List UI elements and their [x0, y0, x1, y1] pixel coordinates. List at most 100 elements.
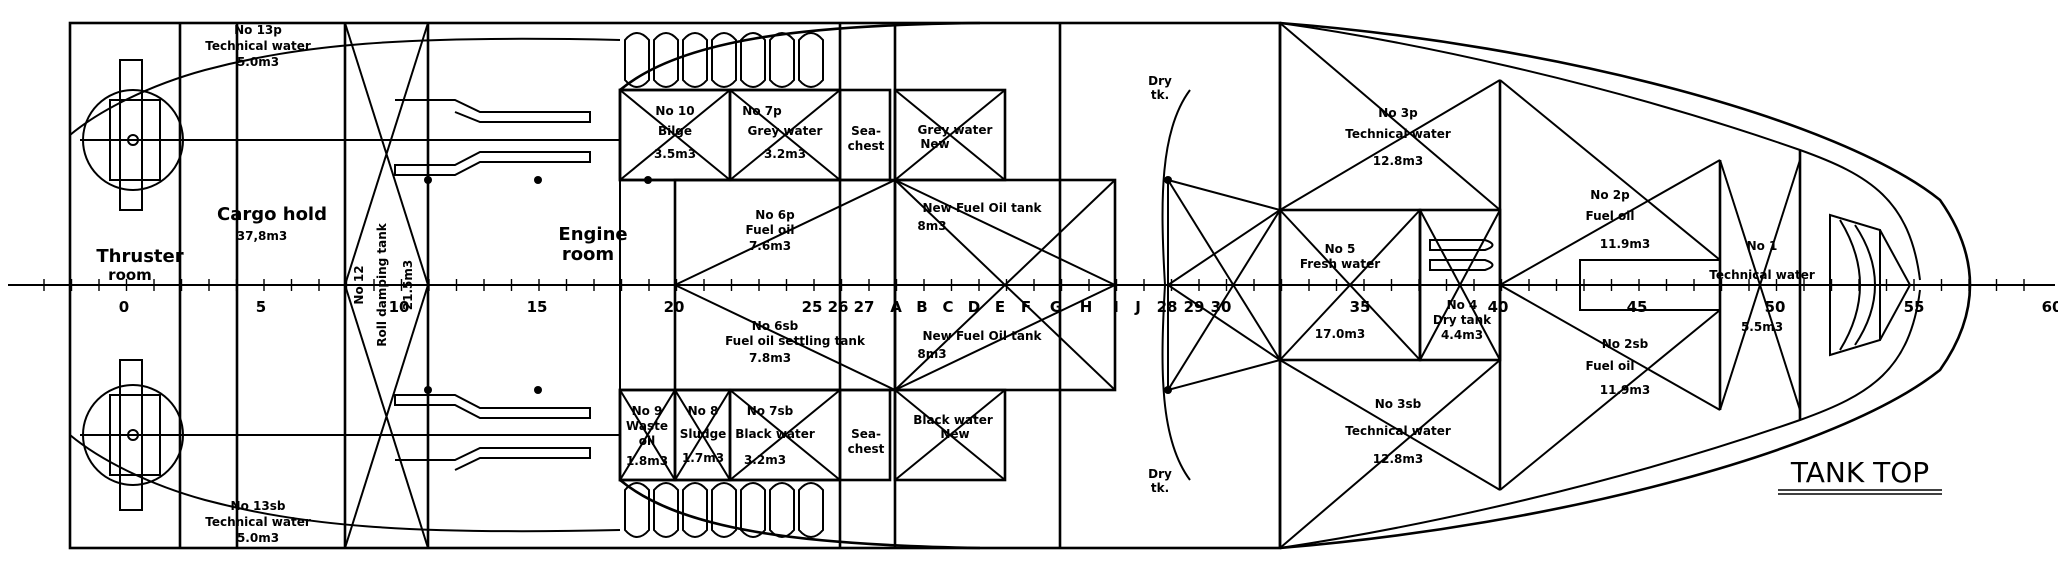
- svg-text:1.7m3: 1.7m3: [682, 451, 724, 465]
- label-new-fuel-sb: New Fuel Oil tank 8m3: [917, 329, 1042, 361]
- svg-text:3.2m3: 3.2m3: [744, 453, 786, 467]
- label-no4: No 4 Dry tank 4.4m3: [1433, 298, 1492, 342]
- label-no6sb: No 6sb Fuel oil settling tank 7.8m3: [725, 319, 866, 365]
- svg-text:No 10: No 10: [655, 104, 694, 118]
- svg-text:21.5m3: 21.5m3: [401, 260, 415, 310]
- label-no2sb: No 2sb Fuel oil 11.9m3: [1585, 337, 1650, 397]
- label-no12: No 12 Roll damping tank 21.5m3: [352, 222, 415, 346]
- svg-text:37,8m3: 37,8m3: [237, 229, 287, 243]
- svg-text:tk.: tk.: [1151, 88, 1169, 102]
- label-no7sb: No 7sb Black water 3.2m3: [735, 404, 815, 467]
- scale-label: F: [1021, 298, 1031, 316]
- scale-label: G: [1050, 298, 1062, 316]
- label-no13p: No 13p Technical water 5.0m3: [205, 23, 311, 69]
- svg-text:Roll damping tank: Roll damping tank: [375, 222, 389, 346]
- label-no3sb: No 3sb Technical water 12.8m3: [1345, 397, 1451, 466]
- svg-text:No 6sb: No 6sb: [752, 319, 799, 333]
- svg-text:7.6m3: 7.6m3: [749, 239, 791, 253]
- svg-text:5.5m3: 5.5m3: [1741, 320, 1783, 334]
- label-no13sb: No 13sb Technical water 5.0m3: [205, 499, 311, 545]
- svg-text:tk.: tk.: [1151, 481, 1169, 495]
- scale-label: 27: [854, 298, 875, 316]
- svg-text:No 12: No 12: [352, 265, 366, 304]
- scale-label: 10: [389, 298, 410, 316]
- svg-text:3.2m3: 3.2m3: [764, 147, 806, 161]
- svg-text:No 1: No 1: [1747, 239, 1778, 253]
- svg-text:Fuel oil: Fuel oil: [1585, 359, 1634, 373]
- svg-text:12.8m3: 12.8m3: [1373, 154, 1423, 168]
- svg-text:Black water: Black water: [735, 427, 815, 441]
- scale-label: D: [968, 298, 980, 316]
- svg-text:17.0m3: 17.0m3: [1315, 327, 1365, 341]
- label-sea-chest-p: Sea- chest: [848, 124, 885, 153]
- svg-text:12.8m3: 12.8m3: [1373, 452, 1423, 466]
- thruster-port: [80, 59, 620, 211]
- svg-text:Sludge: Sludge: [680, 427, 727, 441]
- svg-text:No 9: No 9: [632, 404, 663, 418]
- svg-text:Engine: Engine: [558, 224, 627, 245]
- svg-text:No 5: No 5: [1325, 242, 1356, 256]
- svg-text:No 7sb: No 7sb: [747, 404, 794, 418]
- label-grey-water-new: Grey water New: [918, 123, 993, 151]
- scale-label: 0: [119, 298, 129, 316]
- svg-text:Dry tank: Dry tank: [1433, 313, 1492, 327]
- label-no1: No 1 Technical water 5.5m3: [1709, 239, 1815, 334]
- svg-text:Technical water: Technical water: [205, 39, 311, 53]
- label-new-fuel-p: New Fuel Oil tank 8m3: [917, 201, 1042, 233]
- svg-text:New Fuel Oil tank: New Fuel Oil tank: [923, 329, 1043, 343]
- label-thruster-room: Thruster room: [96, 246, 183, 284]
- label-dry-tk-p: Dry tk.: [1148, 74, 1172, 102]
- svg-text:1.8m3: 1.8m3: [626, 454, 668, 468]
- tank-labels: Thruster room Cargo hold 37,8m3 Engine r…: [96, 23, 1814, 545]
- label-no3p: No 3p Technical water 12.8m3: [1345, 106, 1451, 168]
- scale-label: 40: [1488, 298, 1509, 316]
- svg-text:5.0m3: 5.0m3: [237, 55, 279, 69]
- svg-text:7.8m3: 7.8m3: [749, 351, 791, 365]
- scale-label: 26: [828, 298, 849, 316]
- svg-text:Thruster: Thruster: [96, 246, 183, 267]
- svg-text:No 2sb: No 2sb: [1602, 337, 1649, 351]
- scale-label: B: [916, 298, 927, 316]
- scale-label: A: [890, 298, 902, 316]
- svg-text:No 4: No 4: [1447, 298, 1478, 312]
- label-black-water-new: Black water New: [913, 413, 993, 441]
- label-no5: No 5 Fresh water 17.0m3: [1300, 242, 1380, 341]
- scale-label: 20: [664, 298, 685, 316]
- label-no10: No 10 Bilge 3.5m3: [654, 104, 696, 161]
- svg-text:Dry: Dry: [1148, 467, 1172, 481]
- scale-label: 5: [256, 298, 266, 316]
- svg-text:New Fuel Oil tank: New Fuel Oil tank: [923, 201, 1043, 215]
- label-no9: No 9 Waste oil 1.8m3: [626, 404, 668, 468]
- mid-tanks: [618, 23, 1117, 548]
- svg-text:No 13sb: No 13sb: [231, 499, 286, 513]
- drawing-title: TANK TOP: [1778, 456, 1942, 495]
- label-no7p: No 7p Grey water 3.2m3: [742, 104, 822, 161]
- svg-text:room: room: [562, 244, 614, 265]
- label-engine-room: Engine room: [558, 224, 627, 265]
- svg-text:Grey water: Grey water: [748, 124, 823, 138]
- label-cargo-hold: Cargo hold 37,8m3: [217, 204, 327, 243]
- scale-label: E: [995, 298, 1005, 316]
- frame-scale: [8, 279, 2055, 291]
- svg-text:Fuel oil: Fuel oil: [1585, 209, 1634, 223]
- svg-text:8m3: 8m3: [917, 347, 946, 361]
- svg-text:New: New: [940, 427, 969, 441]
- svg-text:Sea-: Sea-: [851, 124, 881, 138]
- scale-label: I: [1113, 298, 1119, 316]
- svg-text:Black water: Black water: [913, 413, 993, 427]
- svg-text:No 6p: No 6p: [755, 208, 795, 222]
- label-no8: No 8 Sludge 1.7m3: [680, 404, 727, 465]
- svg-text:Technical water: Technical water: [1345, 424, 1451, 438]
- scale-label: 15: [527, 298, 548, 316]
- svg-text:chest: chest: [848, 442, 885, 456]
- scale-label: 30: [1211, 298, 1232, 316]
- svg-text:Technical water: Technical water: [205, 515, 311, 529]
- svg-text:Sea-: Sea-: [851, 427, 881, 441]
- scale-label: 35: [1350, 298, 1371, 316]
- scale-label: 55: [1904, 298, 1925, 316]
- svg-text:oil: oil: [639, 434, 655, 448]
- svg-text:room: room: [108, 266, 152, 284]
- svg-text:No 3sb: No 3sb: [1375, 397, 1422, 411]
